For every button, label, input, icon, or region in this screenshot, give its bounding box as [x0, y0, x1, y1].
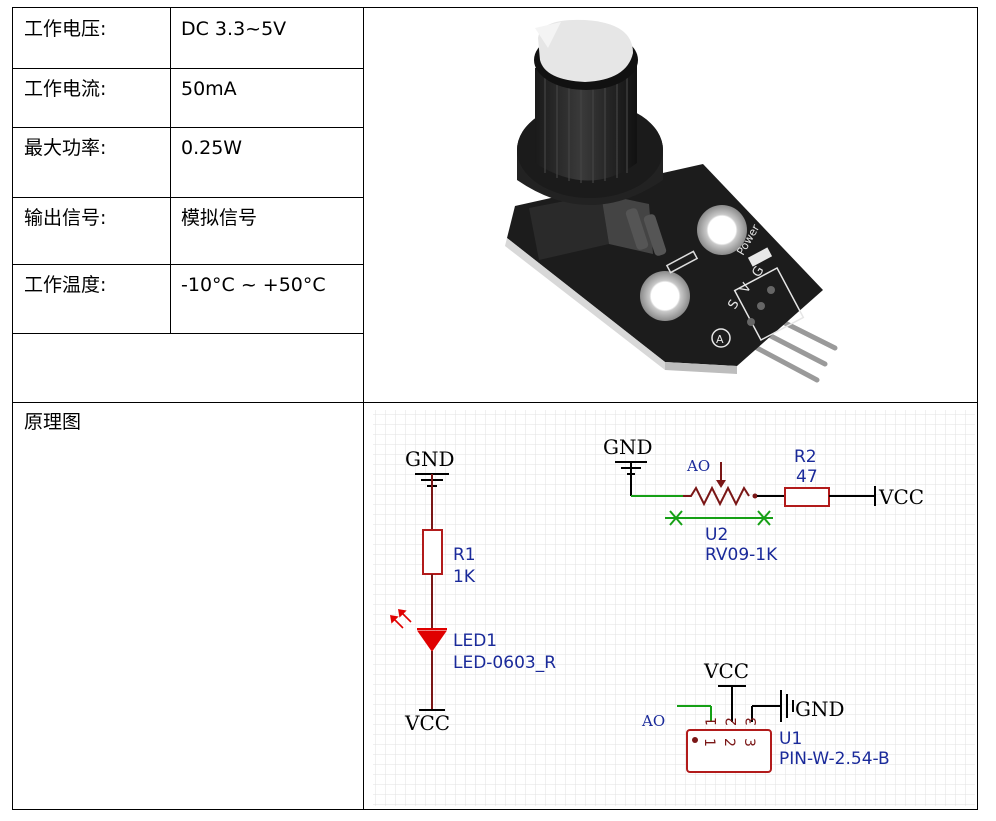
- pot-gnd-label: GND: [603, 435, 653, 459]
- row-divider: [13, 333, 363, 334]
- pot-circuit: GND AO VCC R2 47: [603, 435, 924, 565]
- spec-value-signal: 模拟信号: [181, 207, 258, 229]
- left-vcc-label: VCC: [404, 711, 450, 735]
- r2-name: R2: [794, 447, 817, 467]
- header-gnd-label: GND: [795, 697, 845, 721]
- u1-header-symbol: [686, 729, 772, 773]
- header-circuit: VCC GND AO 1 2 3 1 2 3 U1 PIN-W-2.54-B: [641, 659, 890, 773]
- row-divider: [13, 264, 363, 265]
- r2-resistor: [784, 487, 830, 507]
- no-connect-icon: [669, 510, 771, 526]
- pin-2-label-inner: 2: [721, 738, 737, 747]
- row-divider: [13, 127, 363, 128]
- spec-column-divider: [170, 8, 171, 333]
- pin-3-label-inner: 3: [741, 738, 757, 747]
- led-icon: [417, 630, 447, 652]
- r1-name: R1: [453, 545, 476, 565]
- schematic-diagram: GND R1 1K LED1 LED-0603_R VCC: [365, 404, 977, 808]
- schematic-heading: 原理图: [24, 411, 82, 433]
- header-ao-label: AO: [641, 712, 665, 730]
- spec-label-current: 工作电流:: [24, 78, 107, 100]
- pot-vcc-label: VCC: [878, 485, 924, 509]
- u1-name: U1: [779, 729, 802, 749]
- spec-label-temperature: 工作温度:: [24, 274, 107, 296]
- u1-value: PIN-W-2.54-B: [779, 749, 890, 769]
- spec-value-temperature: -10°C ~ +50°C: [181, 274, 326, 296]
- u2-value: RV09-1K: [705, 545, 778, 565]
- header-vcc-label: VCC: [703, 659, 749, 683]
- wiper-arrow-icon: [716, 480, 726, 488]
- r2-value: 47: [796, 467, 818, 487]
- potentiometer: [517, 19, 667, 260]
- spec-label-voltage: 工作电压:: [24, 18, 107, 40]
- section-divider: [13, 402, 977, 403]
- brand-logo-icon: [711, 328, 731, 348]
- left-gnd-label: GND: [405, 447, 455, 471]
- r1-resistor: [422, 529, 443, 575]
- brand-logo-text: A: [716, 333, 724, 346]
- pin-3-label-outer: 3: [744, 717, 760, 726]
- schematic-grid: [373, 410, 975, 806]
- pot-ao-label: AO: [686, 457, 710, 475]
- spec-value-voltage: DC 3.3~5V: [181, 18, 287, 40]
- pin-1-label-inner: 1: [701, 738, 717, 747]
- row-divider: [13, 68, 363, 69]
- led-name: LED1: [453, 631, 497, 651]
- spec-table: [12, 7, 978, 810]
- potentiometer-symbol: [683, 485, 750, 507]
- product-photo: Power S V G A: [365, 8, 977, 402]
- led-value: LED-0603_R: [453, 653, 556, 673]
- light-emission-icon: [390, 609, 412, 629]
- spec-value-current: 50mA: [181, 78, 237, 100]
- spec-label-signal: 输出信号:: [24, 207, 107, 229]
- led-circuit: GND R1 1K LED1 LED-0603_R VCC: [390, 447, 556, 735]
- spec-value-power: 0.25W: [181, 137, 243, 159]
- spec-label-power: 最大功率:: [24, 137, 107, 159]
- pin-1-label-outer: 1: [704, 717, 720, 726]
- row-divider: [13, 197, 363, 198]
- r1-value: 1K: [453, 567, 476, 587]
- table-divider-vertical: [363, 8, 364, 809]
- u2-name: U2: [705, 525, 728, 545]
- pin-2-label-outer: 2: [724, 717, 740, 726]
